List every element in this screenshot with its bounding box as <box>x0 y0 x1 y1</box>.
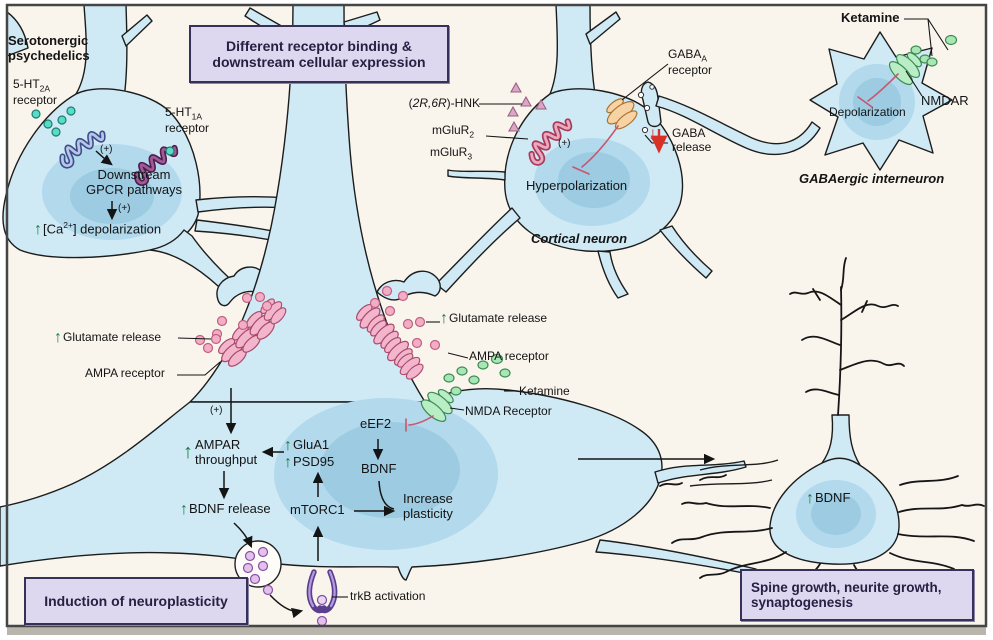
label-glutamate-release-right: ↑Glutamate release <box>440 310 548 327</box>
plus-sign: (+) <box>558 138 571 149</box>
bdnf-vesicle <box>234 540 282 596</box>
bdnf-ball <box>316 615 328 627</box>
green-up-arrow-icon: ↑ <box>54 329 62 346</box>
green-up-arrow-icon: ↑ <box>284 454 292 471</box>
outcome-neuron <box>769 414 900 565</box>
green-up-arrow-icon: ↑ <box>180 501 188 518</box>
label-gabaergic-interneuron: GABAergic interneuron <box>799 171 945 186</box>
outcome-box: Spine growth, neurite growth,synaptogene… <box>740 569 974 621</box>
ketamine-blobs-mid <box>443 353 511 396</box>
label-bdnf-release: ↑BDNF release <box>180 501 271 518</box>
label-ampa-receptor-left: AMPA receptor <box>85 366 165 380</box>
green-up-arrow-icon: ↑ <box>183 441 193 464</box>
glutamate-dots-right <box>369 285 441 351</box>
gabaergic-axon <box>640 81 821 156</box>
label-lines <box>177 18 949 598</box>
inhibition-lines <box>405 73 899 432</box>
label-ketamine-top: Ketamine <box>841 10 900 25</box>
green-up-arrow-icon: ↑ <box>440 310 448 327</box>
label-mglur2: mGluR2 <box>432 123 475 140</box>
label-nmdar: NMDAR <box>921 93 969 108</box>
plus-sign: (+) <box>100 144 113 155</box>
label-ketamine-mid: Ketamine <box>519 384 570 398</box>
label-hyperpolarization: Hyperpolarization <box>526 178 628 193</box>
label-hnk: (2R,6R)-HNK <box>408 96 480 110</box>
ketamine-blobs-top <box>910 34 958 67</box>
plus-sign: (+) <box>210 405 223 416</box>
label-nmda-receptor: NMDA Receptor <box>465 404 552 418</box>
label-ampa-receptor-right: AMPA receptor <box>469 349 549 363</box>
label-eef2: eEF2 <box>360 416 392 431</box>
label-bdnf-outcome: ↑BDNF <box>806 490 851 507</box>
induction-box: Induction of neuroplasticity <box>24 577 248 625</box>
label-mglur3: mGluR3 <box>430 145 473 162</box>
main-neuron <box>0 4 779 581</box>
cortical-neuron <box>376 4 713 301</box>
label-cortical-neuron: Cortical neuron <box>531 231 628 246</box>
title-box: Different receptor binding &downstream c… <box>189 25 449 83</box>
label-depolarization: Depolarization <box>829 105 906 119</box>
gaba-droplets <box>637 84 655 134</box>
trkb-receptor-icon <box>306 569 338 614</box>
label-glutamate-release-left: ↑Glutamate release <box>54 329 162 346</box>
pathway-arrows <box>95 150 716 619</box>
green-up-arrow-icon: ↑ <box>34 221 42 239</box>
label-bdnf-cascade: BDNF <box>361 461 397 476</box>
hnk-ligand-triangles <box>507 81 547 132</box>
frame-shadow <box>7 626 986 635</box>
label-glua1-psd95: ↑GluA1↑PSD95 <box>284 437 335 471</box>
red-down-arrow-icon: ↓ <box>648 124 658 145</box>
green-up-arrow-icon: ↑ <box>806 490 814 507</box>
label-calcium-depolarization: ↑[Ca2+] depolarization <box>34 220 162 239</box>
label-mtorc1: mTORC1 <box>290 502 345 517</box>
green-up-arrow-icon: ↑ <box>284 437 292 454</box>
plus-sign: (+) <box>118 203 131 214</box>
corner-dendrite <box>6 11 29 57</box>
psychedelic-ligand-dots <box>31 106 175 156</box>
glutamate-dots-left <box>194 291 273 354</box>
label-trkb-activation: trkB activation <box>350 589 426 603</box>
figure-frame <box>5 3 988 628</box>
